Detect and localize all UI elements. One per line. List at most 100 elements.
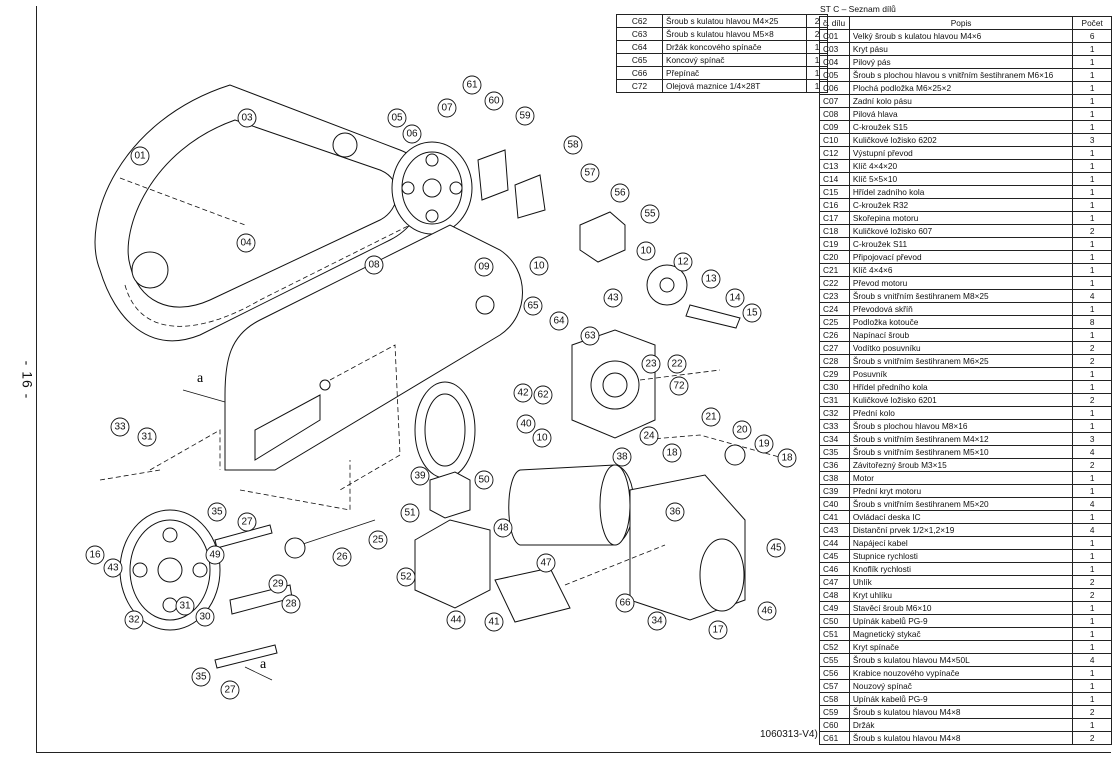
view-marker-a1: a — [197, 371, 204, 386]
svg-text:31: 31 — [179, 601, 191, 612]
part-number-cell: C10 — [819, 133, 850, 147]
callout-20: 20 — [732, 420, 752, 440]
part-number-cell: C39 — [819, 484, 850, 498]
part-number-cell: C44 — [819, 536, 850, 550]
svg-text:15: 15 — [746, 308, 758, 319]
svg-text:32: 32 — [128, 615, 140, 626]
description-cell: Podložka kotouče — [848, 315, 1074, 329]
description-cell: Šroub s plochou hlavou s vnitřním šestih… — [848, 68, 1074, 82]
quantity-cell: 3 — [1072, 432, 1112, 446]
part-number-cell: C04 — [819, 55, 850, 69]
callout-33: 33 — [110, 417, 130, 437]
callout-13: 13 — [701, 269, 721, 289]
callout-66: 66 — [615, 593, 635, 613]
part-number-cell: C07 — [819, 94, 850, 108]
part-number-cell: C55 — [819, 653, 850, 667]
svg-text:12: 12 — [677, 257, 689, 268]
part-number-cell: C52 — [819, 640, 850, 654]
callout-48: 48 — [493, 518, 513, 538]
part-number-cell: C72 — [616, 79, 663, 93]
svg-text:50: 50 — [478, 475, 490, 486]
callout-38: 38 — [612, 447, 632, 467]
quantity-cell: 8 — [1072, 315, 1112, 329]
svg-text:46: 46 — [761, 606, 773, 617]
part-number-cell: C24 — [819, 302, 850, 316]
part-number-cell: C58 — [819, 692, 850, 706]
svg-text:35: 35 — [195, 672, 207, 683]
quantity-cell: 1 — [1072, 185, 1112, 199]
quantity-cell: 1 — [1072, 107, 1112, 121]
description-cell: Závitořezný šroub M3×15 — [848, 458, 1074, 472]
description-cell: Kryt pásu — [848, 42, 1074, 56]
part-number-cell: C35 — [819, 445, 850, 459]
description-cell: Vodítko posuvníku — [848, 341, 1074, 355]
callout-55: 55 — [640, 204, 660, 224]
description-cell: Kryt spínače — [848, 640, 1074, 654]
part-number-cell: C34 — [819, 432, 850, 446]
callout-07: 07 — [437, 98, 457, 118]
quantity-cell: 1 — [1072, 692, 1112, 706]
svg-text:17: 17 — [712, 625, 724, 636]
part-number-cell: C18 — [819, 224, 850, 238]
callout-27: 27 — [237, 512, 257, 532]
description-cell: Šroub s kulatou hlavou M5×8 — [662, 27, 807, 41]
description-cell: Šroub s vnitřním šestihranem M5×20 — [848, 497, 1074, 511]
callout-25: 25 — [368, 530, 388, 550]
callout-36: 36 — [665, 502, 685, 522]
callout-06: 06 — [402, 124, 422, 144]
svg-text:57: 57 — [584, 168, 596, 179]
header-description: Popis — [848, 16, 1074, 30]
part-number-cell: C20 — [819, 250, 850, 264]
description-cell: Velký šroub s kulatou hlavou M4×6 — [848, 29, 1074, 43]
callout-42: 42 — [513, 383, 533, 403]
description-cell: Uhlík — [848, 575, 1074, 589]
svg-text:18: 18 — [781, 453, 793, 464]
part-number-cell: C31 — [819, 393, 850, 407]
drawing-code: 1060313-V4) — [760, 729, 818, 740]
svg-text:63: 63 — [584, 331, 596, 342]
callout-72: 72 — [669, 376, 689, 396]
quantity-cell: 1 — [1072, 627, 1112, 641]
part-number-cell: C23 — [819, 289, 850, 303]
part-number-cell: C46 — [819, 562, 850, 576]
description-cell: Posuvník — [848, 367, 1074, 381]
header-quantity: Počet — [1072, 16, 1112, 30]
quantity-cell: 1 — [1072, 198, 1112, 212]
part-number-cell: C28 — [819, 354, 850, 368]
callout-61: 61 — [462, 75, 482, 95]
callout-62: 62 — [533, 385, 553, 405]
callout-09: 09 — [474, 257, 494, 277]
part-number-cell: C36 — [819, 458, 850, 472]
callout-40: 40 — [516, 414, 536, 434]
part-number-cell: C41 — [819, 510, 850, 524]
callout-35: 35 — [207, 502, 227, 522]
svg-text:31: 31 — [141, 432, 153, 443]
callout-43: 43 — [103, 558, 123, 578]
callout-03: 03 — [237, 108, 257, 128]
quantity-cell: 1 — [1072, 666, 1112, 680]
quantity-cell: 2 — [1072, 393, 1112, 407]
part-number-cell: C14 — [819, 172, 850, 186]
svg-text:13: 13 — [705, 274, 717, 285]
callout-05: 05 — [387, 108, 407, 128]
callout-59: 59 — [515, 106, 535, 126]
description-cell: Kuličkové ložisko 607 — [848, 224, 1074, 238]
part-number-cell: C47 — [819, 575, 850, 589]
description-cell: Napínací šroub — [848, 328, 1074, 342]
quantity-cell: 4 — [1072, 445, 1112, 459]
